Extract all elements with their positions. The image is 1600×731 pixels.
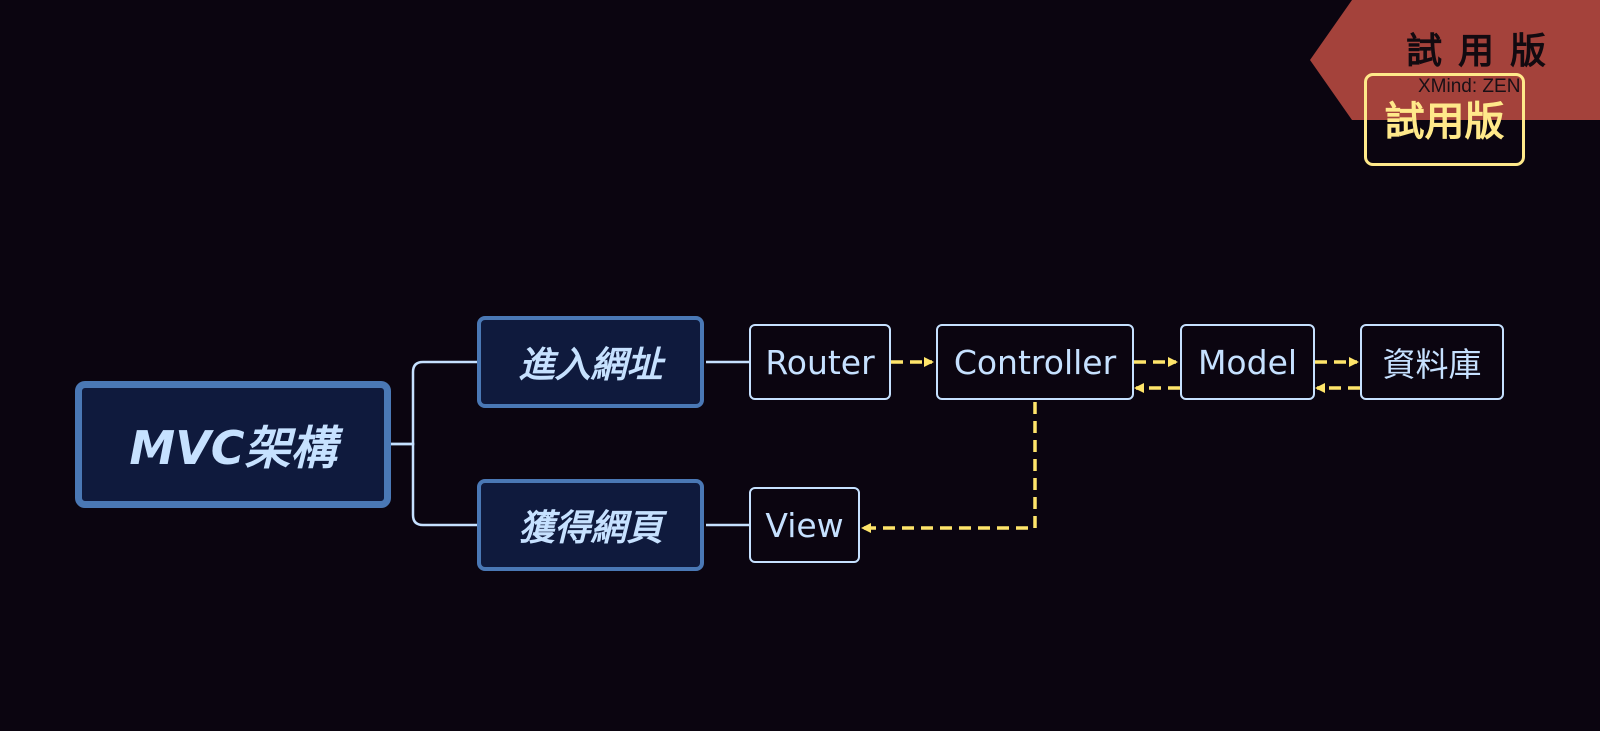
branch-topic-enter-url[interactable]: 進入網址 bbox=[477, 316, 704, 408]
root-topic-label: MVC架構 bbox=[129, 420, 337, 475]
branch-topic-label: 進入網址 bbox=[518, 345, 663, 386]
xmind-brand-text: XMind: ZEN bbox=[1418, 76, 1521, 97]
root-topic-mvc[interactable]: MVC架構 bbox=[75, 381, 391, 508]
connector-root-to-get-page bbox=[391, 442, 479, 527]
branch-topic-label: 獲得網頁 bbox=[518, 508, 663, 549]
arrow-controller-to-view bbox=[861, 402, 1037, 533]
node-model[interactable]: Model bbox=[1180, 324, 1315, 400]
node-label: Model bbox=[1197, 342, 1298, 382]
node-label: Router bbox=[765, 342, 875, 382]
node-controller[interactable]: Controller bbox=[936, 324, 1134, 400]
node-label: View bbox=[765, 505, 844, 545]
node-label: Controller bbox=[953, 342, 1117, 382]
connector-root-to-enter-url bbox=[391, 360, 479, 446]
trial-watermark-banner: 試用版 bbox=[1310, 0, 1600, 120]
branch-topic-get-page[interactable]: 獲得網頁 bbox=[477, 479, 704, 571]
node-router[interactable]: Router bbox=[749, 324, 891, 400]
trial-banner-text: 試用版 bbox=[1405, 31, 1562, 72]
trial-stamp-text: 試用版 bbox=[1384, 99, 1505, 145]
node-database[interactable]: 資料庫 bbox=[1360, 324, 1504, 400]
node-label: 資料庫 bbox=[1382, 345, 1482, 384]
trial-watermark-stamp: 試用版 bbox=[1364, 73, 1525, 166]
node-view[interactable]: View bbox=[749, 487, 860, 563]
